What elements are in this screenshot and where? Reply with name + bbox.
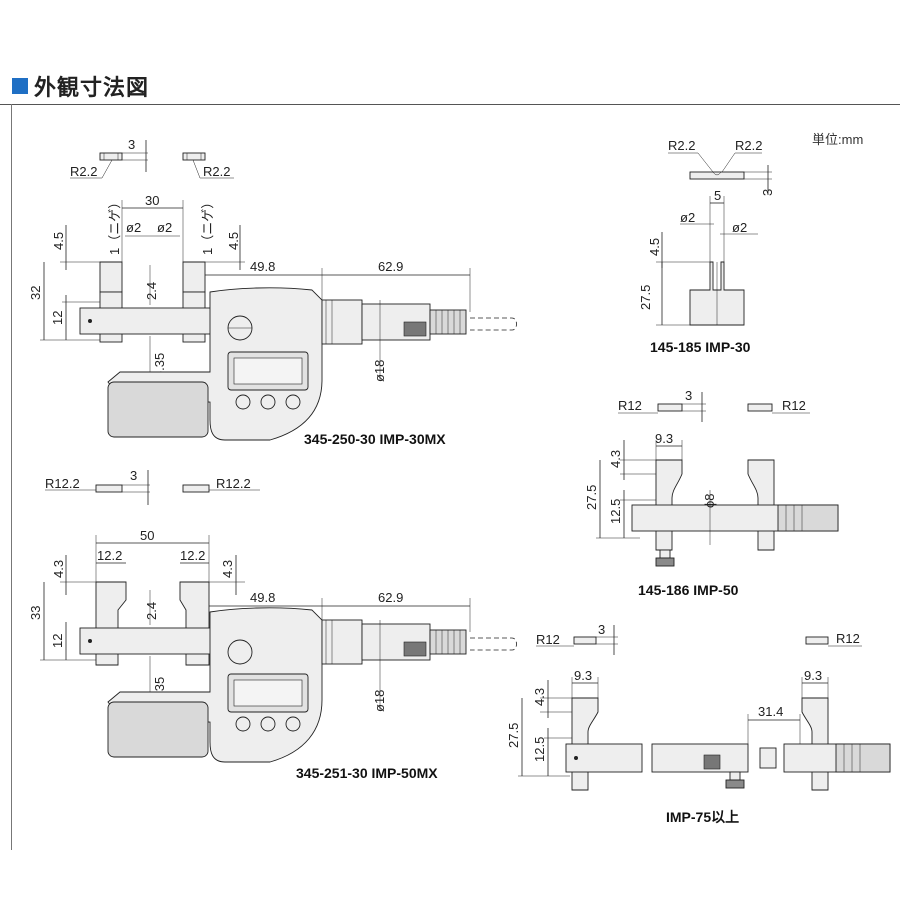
r3-thickness-3: 3 [598,622,605,637]
m1-thickness-3: 3 [128,137,135,152]
m2-dia-18: ø18 [372,690,387,712]
m1-nige-right: 1（ニゲ） [200,196,215,255]
r2-radius-left: R12 [618,398,642,413]
micrometer-imp-30mx: 3 R2.2 R2.2 30 ø2 ø2 1（ニゲ） 1（ニゲ） 4.5 4.5… [28,137,517,447]
m1-height-4-5-left: 4.5 [51,232,66,250]
r3-width-9-3-left: 9.3 [574,668,592,683]
detail-imp-50: R12 3 R12 9.3 4.3 27.5 12.5 ϕ8 145-1 [584,388,839,598]
m1-nige-left: 1（ニゲ） [107,196,122,255]
section-header: 外観寸法図 [12,72,149,100]
m2-height-4-3-right: 4.3 [220,560,235,578]
r3-height-4-3: 4.3 [532,688,547,706]
detail-imp-30: R2.2 R2.2 3 5 ø2 ø2 4.5 27.5 145-185 IMP… [638,138,775,355]
r2-width-9-3: 9.3 [655,431,673,446]
m1-height-4-5-right: 4.5 [226,232,241,250]
m2-dia-2-4: 2.4 [144,602,159,620]
m1-dia-2-4: 2.4 [144,282,159,300]
section-title: 外観寸法図 [34,75,150,100]
detail-imp-75-plus: R12 3 R12 9.3 9.3 4.3 27.5 12.5 [506,622,891,825]
m1-dia-18: ø18 [372,360,387,382]
r1-thickness-3: 3 [760,189,775,196]
m1-length-62-9: 62.9 [378,259,403,274]
m1-radius-left: R2.2 [70,164,97,179]
caption-imp-30mx: 345-250-30 IMP-30MX [304,431,446,447]
r3-height-12-5: 12.5 [532,737,547,762]
r2-radius-right: R12 [782,398,806,413]
m2-radius-left: R12.2 [45,476,80,491]
r3-width-9-3-right: 9.3 [804,668,822,683]
r3-radius-right: R12 [836,631,860,646]
unit-label: 単位:mm [812,132,863,147]
header-square-icon [12,78,28,94]
m1-dia-2-left: ø2 [126,220,141,235]
micrometer-imp-50mx: 3 R12.2 R12.2 50 12.2 12.2 4.3 4.3 33 12… [28,468,517,781]
frame-left-border [11,104,12,850]
jaw-tip-detail-left [99,152,123,161]
m1-height-12: 12 [50,311,65,325]
m2-width-50: 50 [140,528,154,543]
m2-radius-right: R12.2 [216,476,251,491]
caption-imp-30: 145-185 IMP-30 [650,339,751,355]
r2-thickness-3: 3 [685,388,692,403]
m2-width-12-2-left: 12.2 [97,548,122,563]
caption-imp-75-plus: IMP-75以上 [666,809,739,825]
m1-length-49-8: 49.8 [250,259,275,274]
m2-height-4-3-left: 4.3 [51,560,66,578]
dimension-drawing: 単位:mm 3 R2.2 R2.2 30 ø2 ø2 1（ニゲ） 1（ニゲ） [28,132,891,825]
m2-height-33: 33 [28,606,43,620]
r1-radius-right: R2.2 [735,138,762,153]
r3-height-27-5: 27.5 [506,723,521,748]
caption-imp-50mx: 345-251-30 IMP-50MX [296,765,438,781]
r2-height-27-5: 27.5 [584,485,599,510]
m1-width-30: 30 [145,193,159,208]
caption-imp-50: 145-186 IMP-50 [638,582,739,598]
m1-dia-2-right: ø2 [157,220,172,235]
m2-thickness-3: 3 [130,468,137,483]
jaw-tip-detail-right-2 [182,484,210,493]
r3-length-31-4: 31.4 [758,704,783,719]
jaw-tip-detail-right [182,152,206,161]
m1-height-32: 32 [28,286,43,300]
r1-dia-2-right: ø2 [732,220,747,235]
jaw-tip-detail-left-2 [95,484,123,493]
m2-width-12-2-right: 12.2 [180,548,205,563]
m2-length-49-8: 49.8 [250,590,275,605]
header-rule [0,104,900,105]
r1-radius-left: R2.2 [668,138,695,153]
m2-height-12: 12 [50,634,65,648]
r3-radius-left: R12 [536,632,560,647]
r2-height-4-3: 4.3 [608,450,623,468]
r1-width-5: 5 [714,188,721,203]
r1-height-27-5: 27.5 [638,285,653,310]
r1-dia-2-left: ø2 [680,210,695,225]
m2-length-62-9: 62.9 [378,590,403,605]
r1-height-4-5: 4.5 [647,238,662,256]
r2-dia-8: ϕ8 [702,493,717,508]
m1-radius-right: R2.2 [203,164,230,179]
r2-height-12-5: 12.5 [608,499,623,524]
